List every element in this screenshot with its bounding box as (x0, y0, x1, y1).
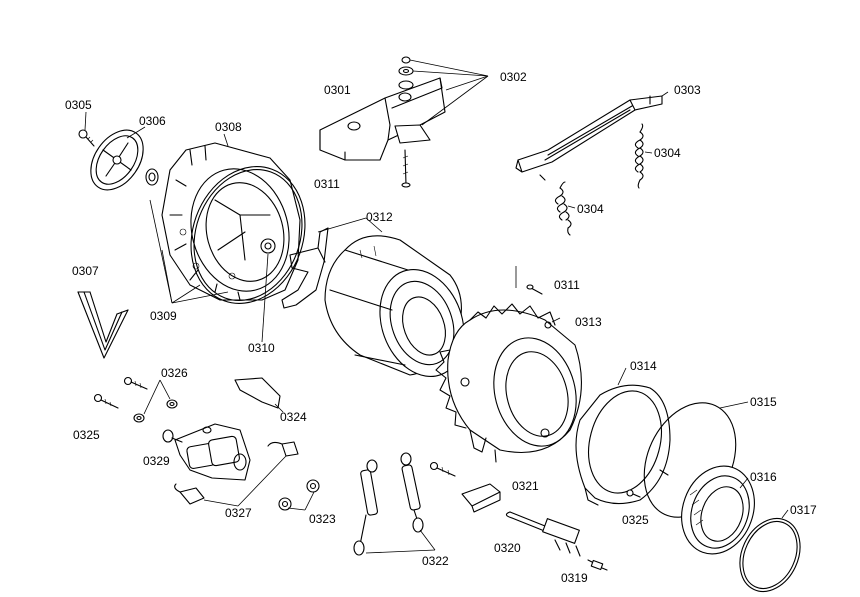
part-0316-door-seal (681, 465, 755, 555)
label-0327: 0327 (225, 506, 252, 520)
part-0302-washers (398, 56, 489, 126)
part-0325-screw-left (93, 376, 148, 409)
label-0309: 0309 (150, 309, 177, 323)
part-0307-drive-belt (77, 291, 129, 359)
label-0311-lower: 0311 (554, 278, 580, 292)
leader-lines (84, 91, 789, 519)
part-0322-shock-absorbers (353, 452, 456, 556)
part-0312-drum (281, 227, 465, 378)
label-0304-upper: 0304 (654, 146, 681, 160)
part-0305-screw (78, 129, 95, 147)
part-0326-grommets (133, 379, 178, 423)
part-0327-sensor (174, 441, 299, 507)
part-0308-rear-tub (161, 142, 301, 301)
part-0309-leads (149, 199, 229, 304)
label-0306: 0306 (139, 114, 166, 128)
label-0321: 0321 (512, 479, 539, 493)
label-0320: 0320 (494, 541, 521, 555)
part-0304-spring-upper (634, 123, 644, 189)
label-0315: 0315 (750, 395, 777, 409)
label-0317: 0317 (790, 503, 817, 517)
label-0307: 0307 (72, 264, 99, 278)
part-0313-front-tub (435, 303, 582, 463)
part-0304-spring-lower (554, 181, 572, 236)
label-0326: 0326 (161, 366, 188, 380)
part-0317-outer-ring (739, 518, 801, 592)
label-0313: 0313 (575, 315, 602, 329)
part-0329-heater (162, 423, 251, 481)
part-0319-sensor (587, 559, 608, 571)
label-0314: 0314 (630, 359, 657, 373)
part-0303-crossbar (515, 95, 663, 181)
label-0303: 0303 (674, 83, 701, 97)
label-0322: 0322 (422, 554, 449, 568)
part-0323-plugs (278, 479, 320, 511)
label-0324: 0324 (280, 410, 307, 424)
label-0311-upper: 0311 (314, 177, 340, 191)
part-0314-door-ring (575, 384, 671, 506)
part-0321-bracket (461, 483, 501, 513)
label-0325-left: 0325 (73, 428, 100, 442)
label-0301: 0301 (324, 83, 351, 97)
part-0320-heating-element (505, 511, 581, 557)
label-0304-lower: 0304 (577, 202, 604, 216)
part-0311-screw (515, 266, 543, 295)
label-0325-right: 0325 (622, 513, 649, 527)
label-0310: 0310 (248, 341, 275, 355)
label-0305: 0305 (65, 98, 92, 112)
part-0325-screw-right (626, 489, 641, 498)
label-0302: 0302 (500, 70, 527, 84)
part-labels: 0301 0302 0303 0304 0304 0305 0306 0307 … (65, 70, 817, 585)
label-0308: 0308 (215, 120, 242, 134)
label-0319: 0319 (561, 571, 588, 585)
part-0301-bracket (319, 77, 446, 188)
label-0312: 0312 (366, 210, 393, 224)
label-0316: 0316 (750, 470, 777, 484)
label-0329: 0329 (143, 454, 170, 468)
label-0323: 0323 (309, 512, 336, 526)
part-0306-pulley (90, 129, 159, 191)
part-0324-clip (234, 377, 284, 413)
